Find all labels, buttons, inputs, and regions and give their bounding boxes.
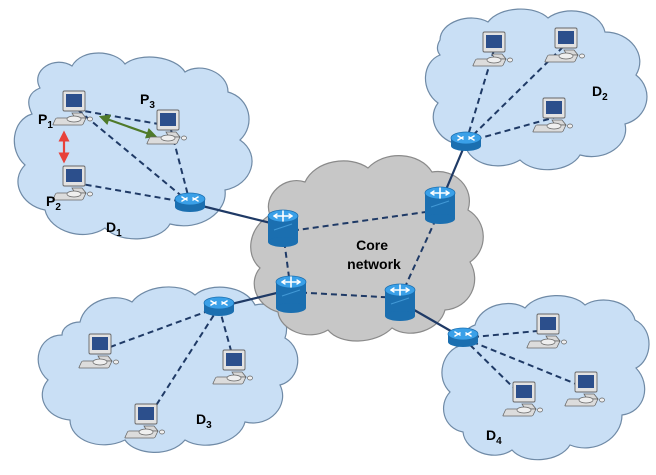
core-router-icon: [275, 275, 307, 314]
cloud-d4: [441, 295, 650, 461]
p1-p3-arrow: [98, 114, 158, 139]
domain-label-d1: D1: [106, 219, 122, 239]
router-icon: [450, 131, 482, 152]
core-router-icon: [267, 209, 299, 248]
peer-label-p3: P3: [140, 91, 155, 111]
router-icon: [174, 192, 206, 213]
cloud-d3: [37, 286, 299, 453]
domain-label-d3: D3: [196, 411, 212, 431]
core-router-icon: [424, 186, 456, 225]
peer-label-p2: P2: [46, 193, 61, 213]
router-icon: [203, 296, 235, 317]
cloud-d1: [13, 52, 253, 240]
router-icon: [447, 327, 479, 348]
uplink-d1-core: [189, 201, 284, 228]
core-router-icon: [384, 283, 416, 322]
core-network-label: Core network: [347, 237, 401, 272]
domain-label-d4: D4: [486, 427, 502, 447]
domain-label-d2: D2: [592, 83, 608, 103]
peer-label-p1: P1: [38, 111, 53, 131]
cloud-d2: [424, 8, 648, 171]
